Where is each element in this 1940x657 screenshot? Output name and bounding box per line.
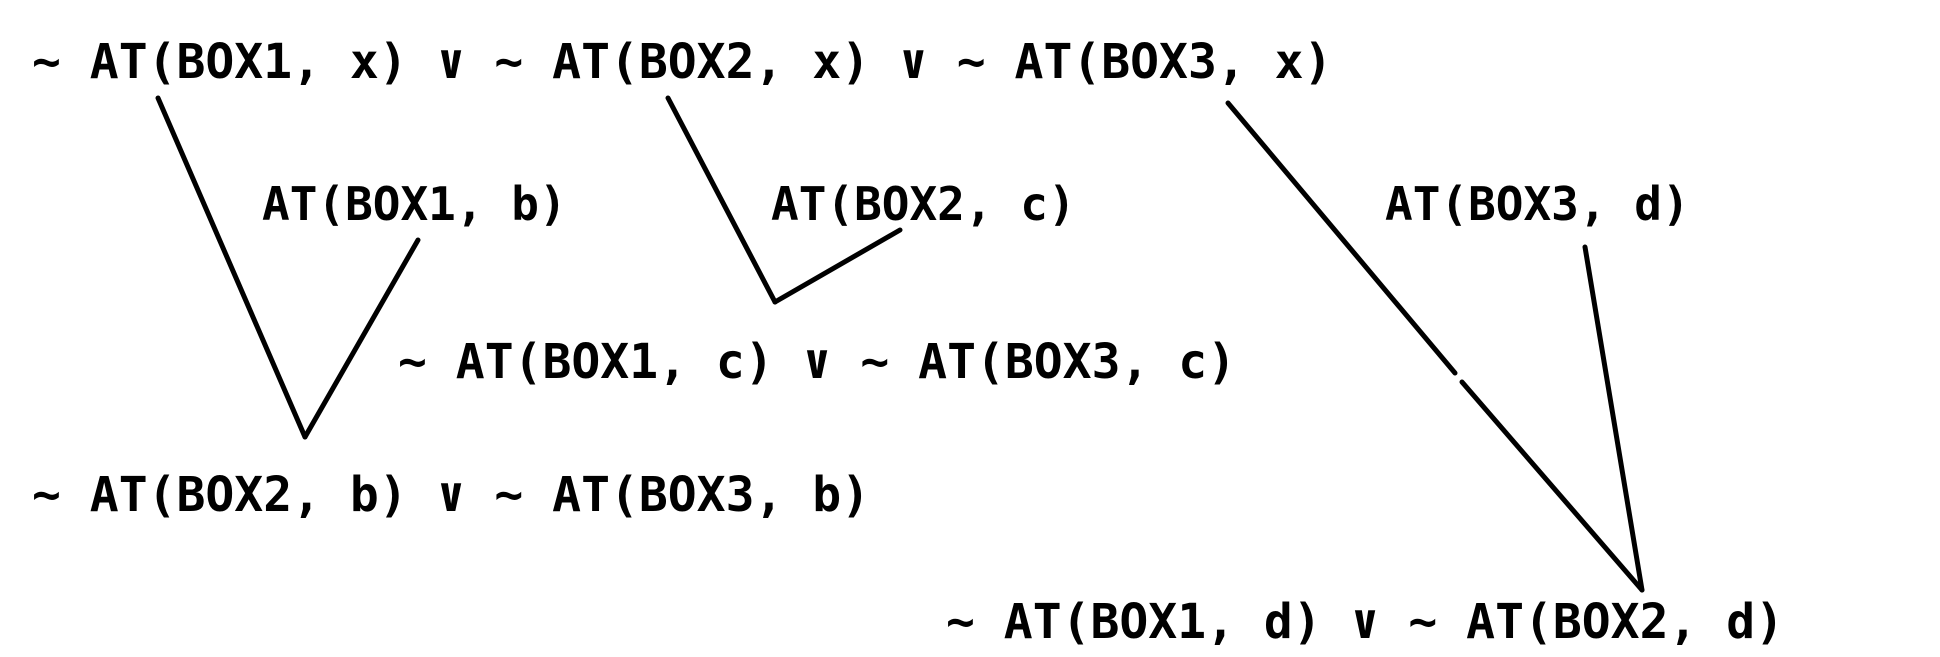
edge-box1-literal-to-resolvent-b <box>155 95 308 440</box>
edge-box2-literal-to-resolvent-c <box>665 95 778 305</box>
edge-unit-box2-c-to-resolvent-c <box>772 227 903 305</box>
edge-box3-literal-to-resolvent-d-lower <box>1459 379 1645 593</box>
edge-unit-box1-b-to-resolvent-b <box>302 237 421 440</box>
clause-parent-top: ~ AT(BOX1, x) ∨ ~ AT(BOX2, x) ∨ ~ AT(BOX… <box>32 34 1333 90</box>
clause-resolvent-b: ~ AT(BOX2, b) ∨ ~ AT(BOX3, b) <box>32 467 871 523</box>
clause-unit-box1-b: AT(BOX1, b) <box>262 177 567 231</box>
edge-unit-box3-d-to-resolvent-d <box>1582 244 1645 593</box>
clause-resolvent-c: ~ AT(BOX1, c) ∨ ~ AT(BOX3, c) <box>398 334 1237 390</box>
clause-resolvent-d: ~ AT(BOX1, d) ∨ ~ AT(BOX2, d) <box>946 594 1785 650</box>
edge-box3-literal-to-resolvent-d <box>1225 100 1458 376</box>
clause-unit-box2-c: AT(BOX2, c) <box>771 177 1076 231</box>
clause-unit-box3-d: AT(BOX3, d) <box>1385 177 1690 231</box>
